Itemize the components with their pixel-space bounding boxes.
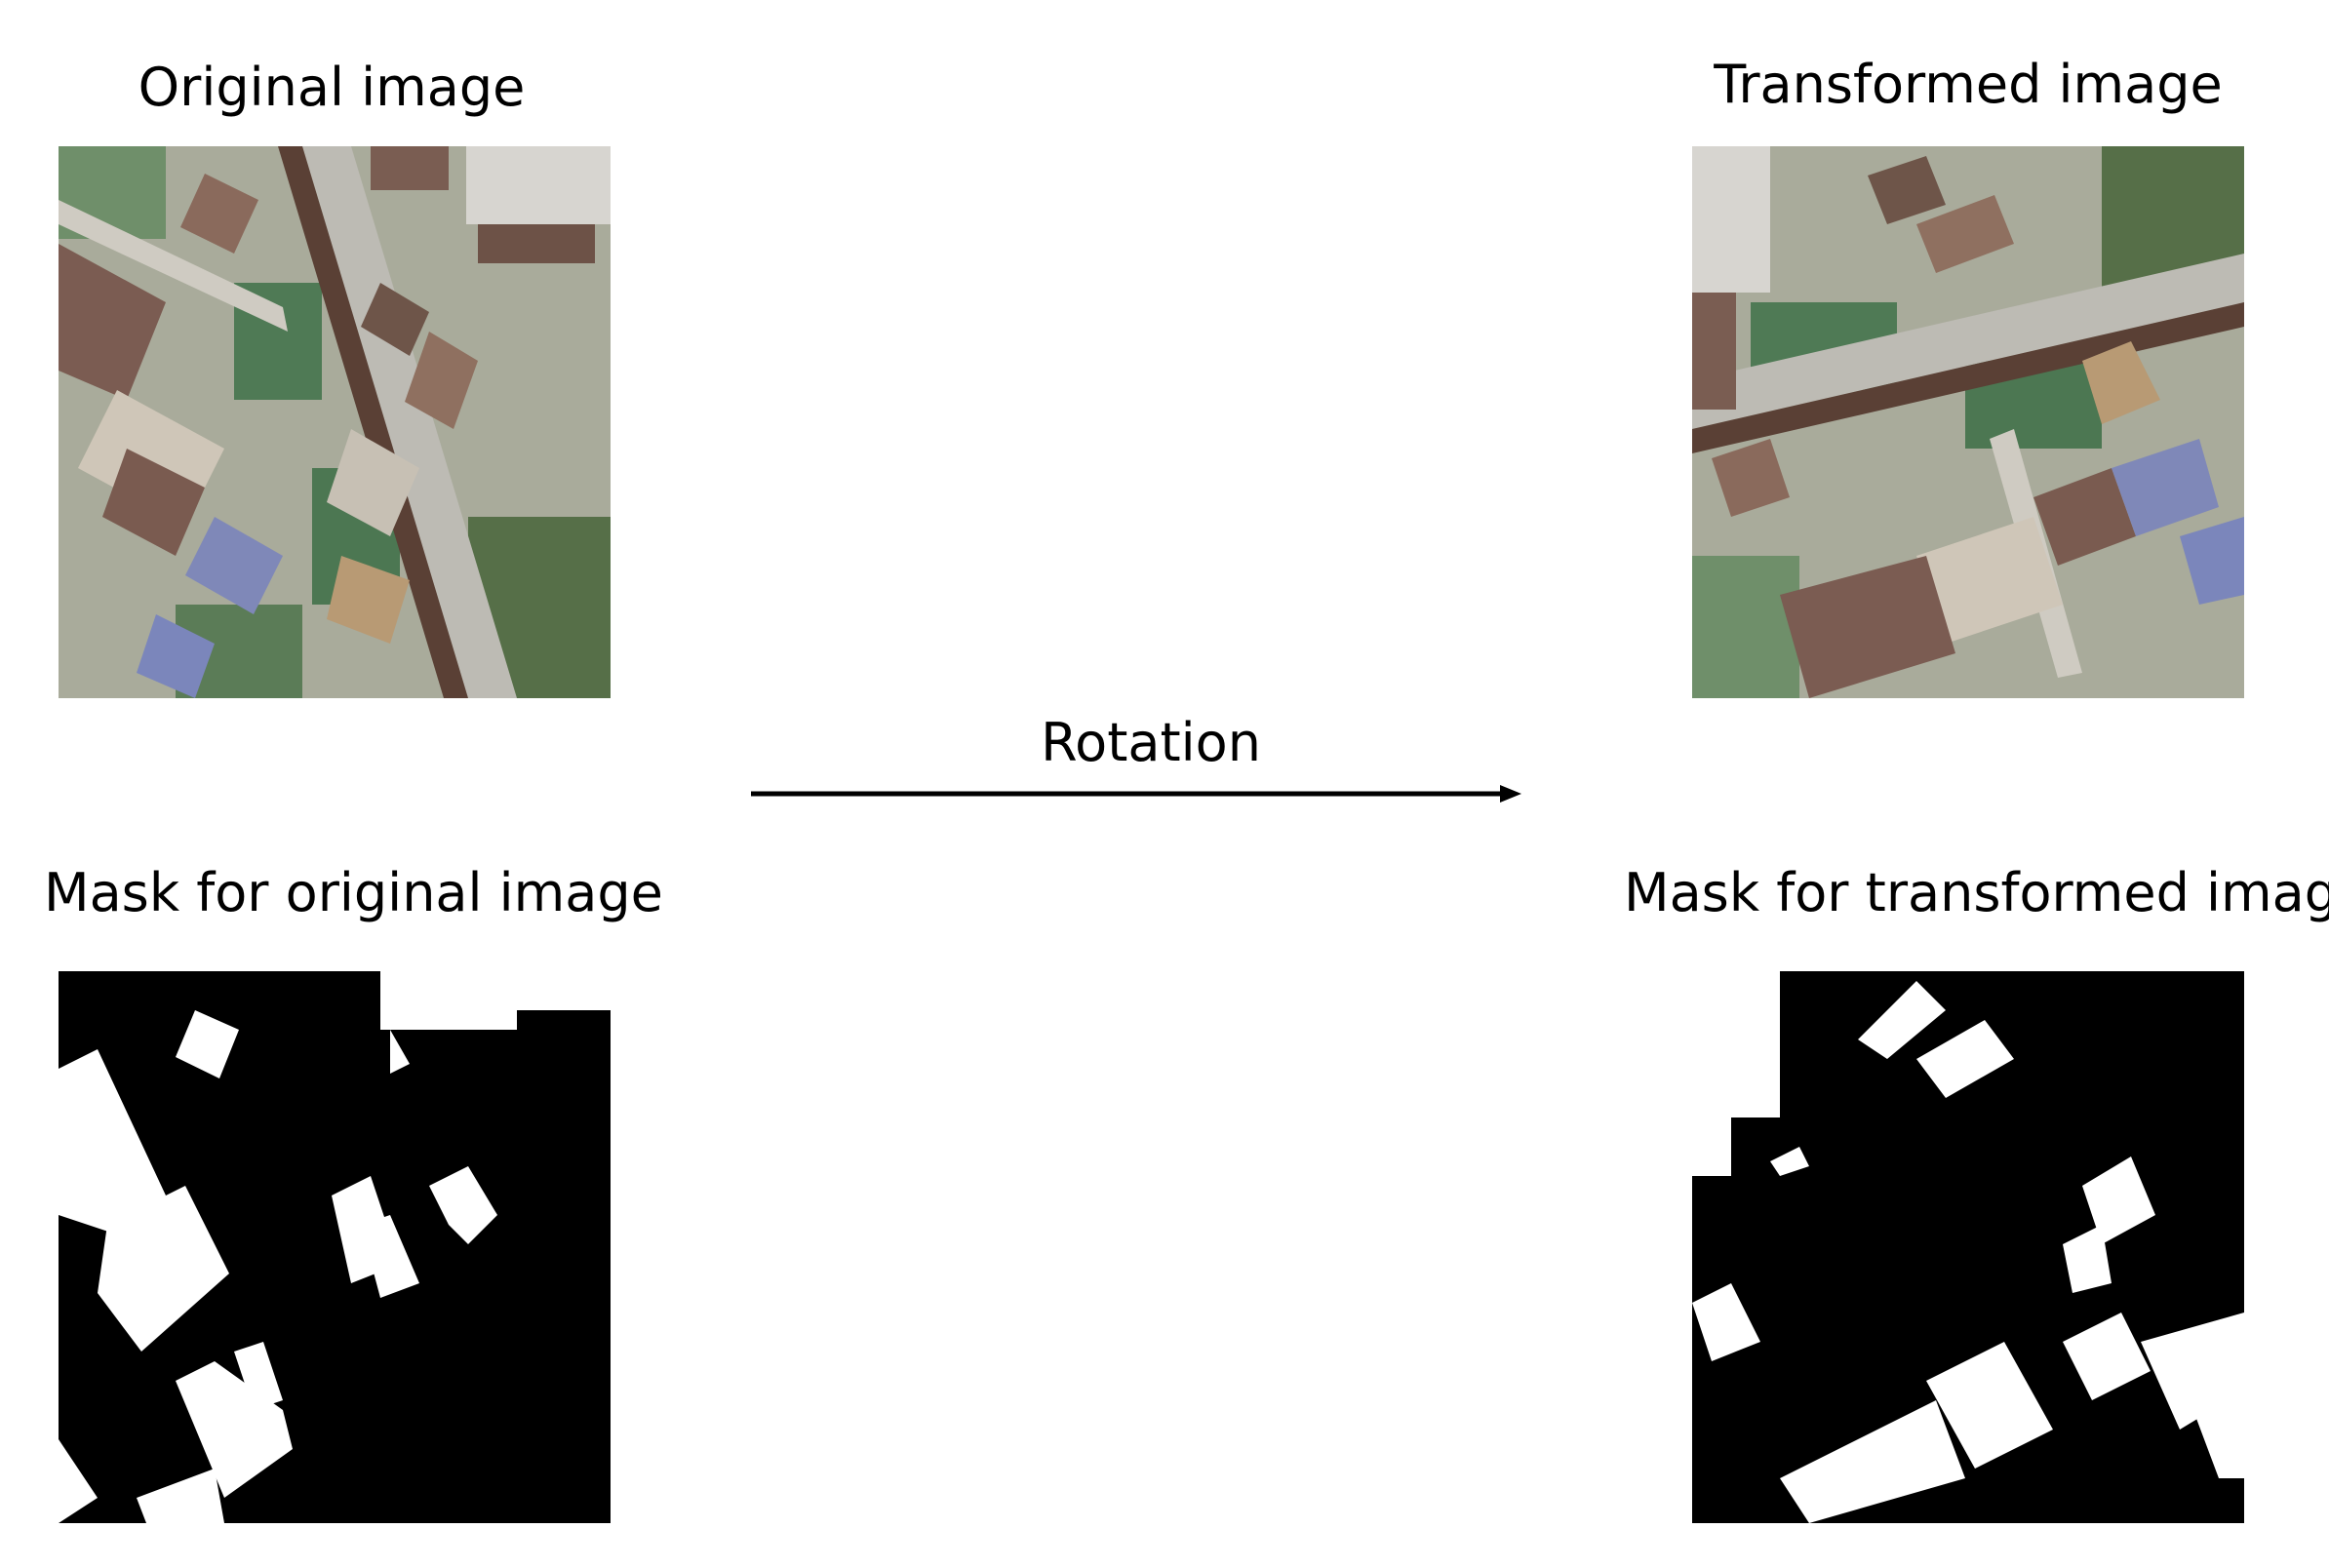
transformed-mask xyxy=(1692,971,2244,1523)
transformed-aerial-image xyxy=(1692,146,2244,698)
rotation-arrow xyxy=(751,785,1521,803)
transformed-image-title: Transformed image xyxy=(1714,54,2223,115)
rotation-label: Rotation xyxy=(1041,712,1261,773)
original-image-title: Original image xyxy=(138,57,526,118)
mask-original-title: Mask for original image xyxy=(44,862,663,923)
original-aerial-image xyxy=(59,146,611,698)
mask-transformed-title: Mask for transformed image xyxy=(1624,862,2329,923)
original-mask xyxy=(59,971,611,1523)
